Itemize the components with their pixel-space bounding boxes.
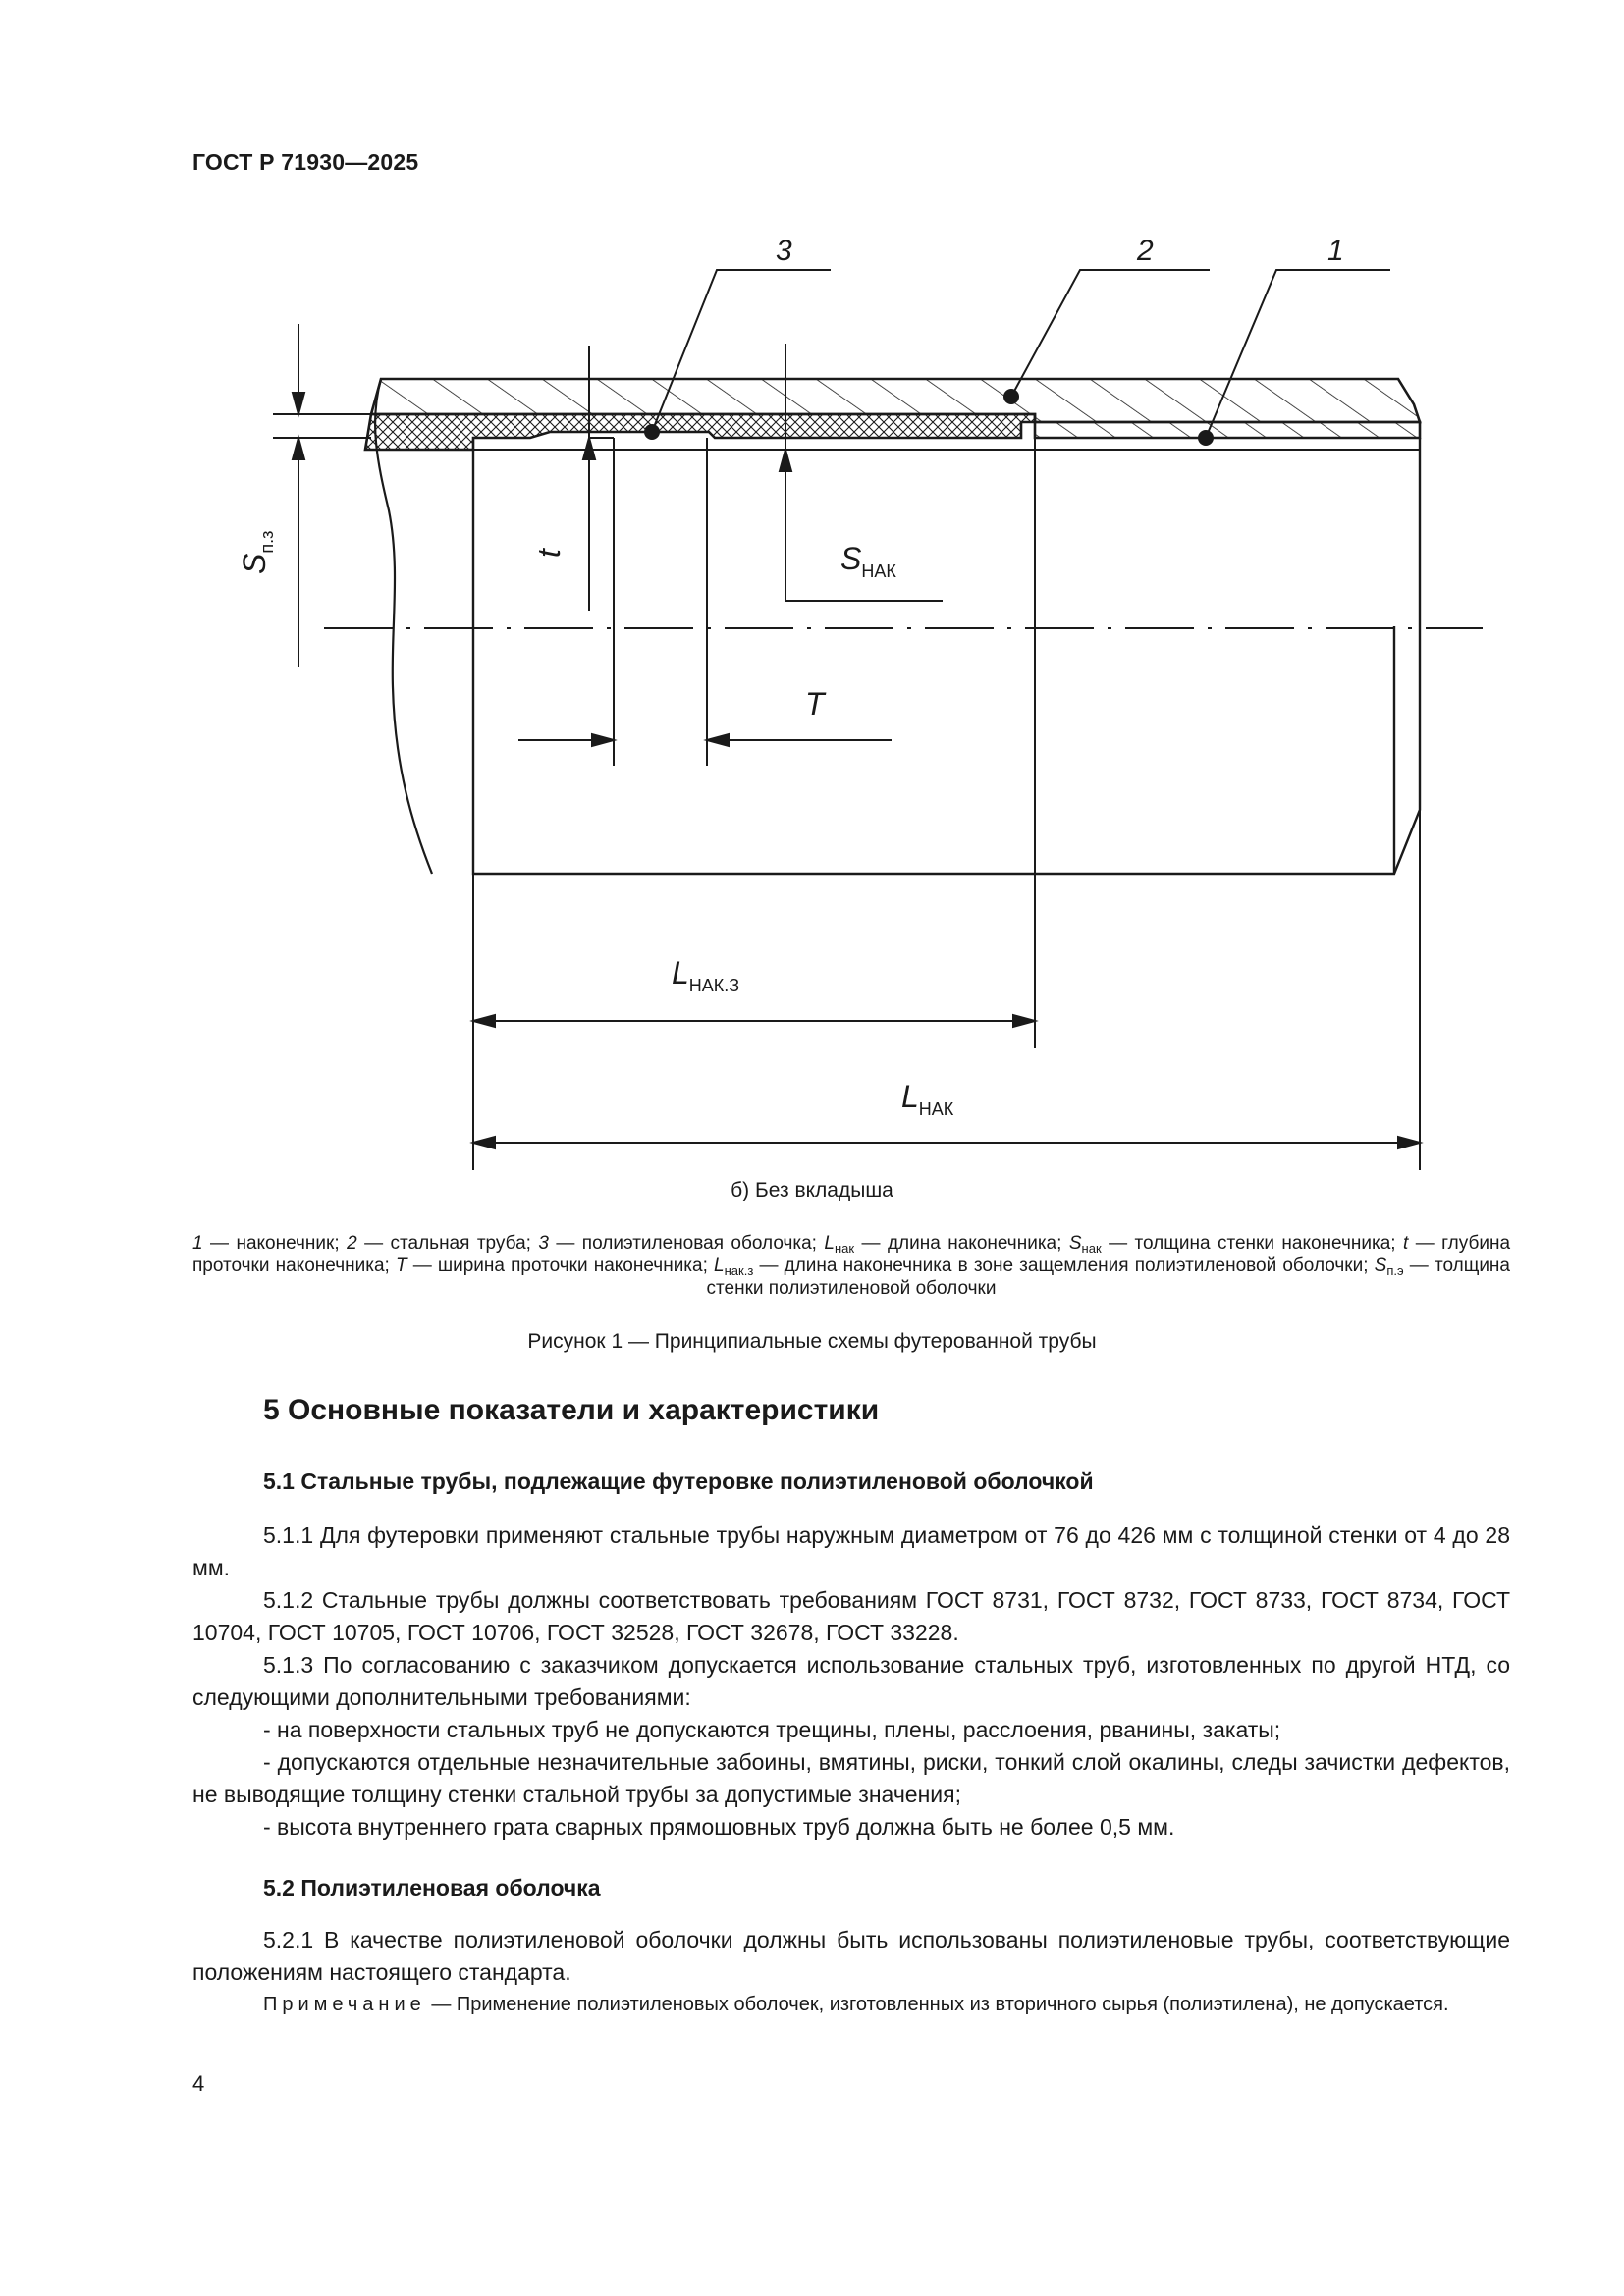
para-5-1-2: 5.1.2 Стальные трубы должны соответствов…: [192, 1587, 1510, 1645]
list-item: - на поверхности стальных труб не допуск…: [263, 1717, 1281, 1742]
pipe-drawing: 3 2 1 Sп.з t SНАК T LНАК.З: [237, 235, 1483, 1170]
polyethylene-liner: [363, 412, 1037, 452]
callout-2: 2: [1136, 235, 1154, 267]
dim-T-label: T: [805, 686, 827, 721]
figure-caption: Рисунок 1 — Принципиальные схемы футеров…: [527, 1330, 1097, 1353]
pipe-tip: [1033, 420, 1422, 440]
list-item: - допускаются отдельные незначительные з…: [192, 1749, 1510, 1807]
callout-1: 1: [1327, 235, 1344, 267]
dim-s-pe-label: Sп.з: [237, 531, 277, 574]
figure-subcaption: б) Без вкладыша: [731, 1179, 893, 1201]
para-5-1-1: 5.1.1 Для футеровки применяют стальные т…: [192, 1522, 1510, 1580]
section-5-1-title: 5.1 Стальные трубы, подлежащие футеровке…: [263, 1468, 1094, 1494]
callout-3: 3: [776, 235, 792, 267]
section-5-2-title: 5.2 Полиэтиленовая оболочка: [263, 1875, 601, 1900]
section-5-title: 5 Основные показатели и характеристики: [263, 1394, 880, 1426]
para-5-1-3: 5.1.3 По согласованию с заказчиком допус…: [192, 1652, 1510, 1710]
page-number: 4: [192, 2071, 205, 2096]
dim-l-nak-label: LНАК: [901, 1079, 954, 1119]
para-5-2-1: 5.2.1 В качестве полиэтиленовой оболочки…: [192, 1927, 1510, 1985]
dim-t-label: t: [531, 548, 567, 558]
note: Примечание — Применение полиэтиленовых о…: [263, 1994, 1449, 2015]
dim-l-nak-z-label: LНАК.З: [672, 955, 739, 995]
list-item: - высота внутреннего грата сварных прямо…: [263, 1814, 1175, 1840]
standard-header: ГОСТ Р 71930—2025: [192, 149, 419, 175]
figure-legend: 1 — наконечник; 2 — стальная труба; 3 — …: [192, 1233, 1511, 1299]
dim-s-nak-label: SНАК: [840, 541, 896, 581]
